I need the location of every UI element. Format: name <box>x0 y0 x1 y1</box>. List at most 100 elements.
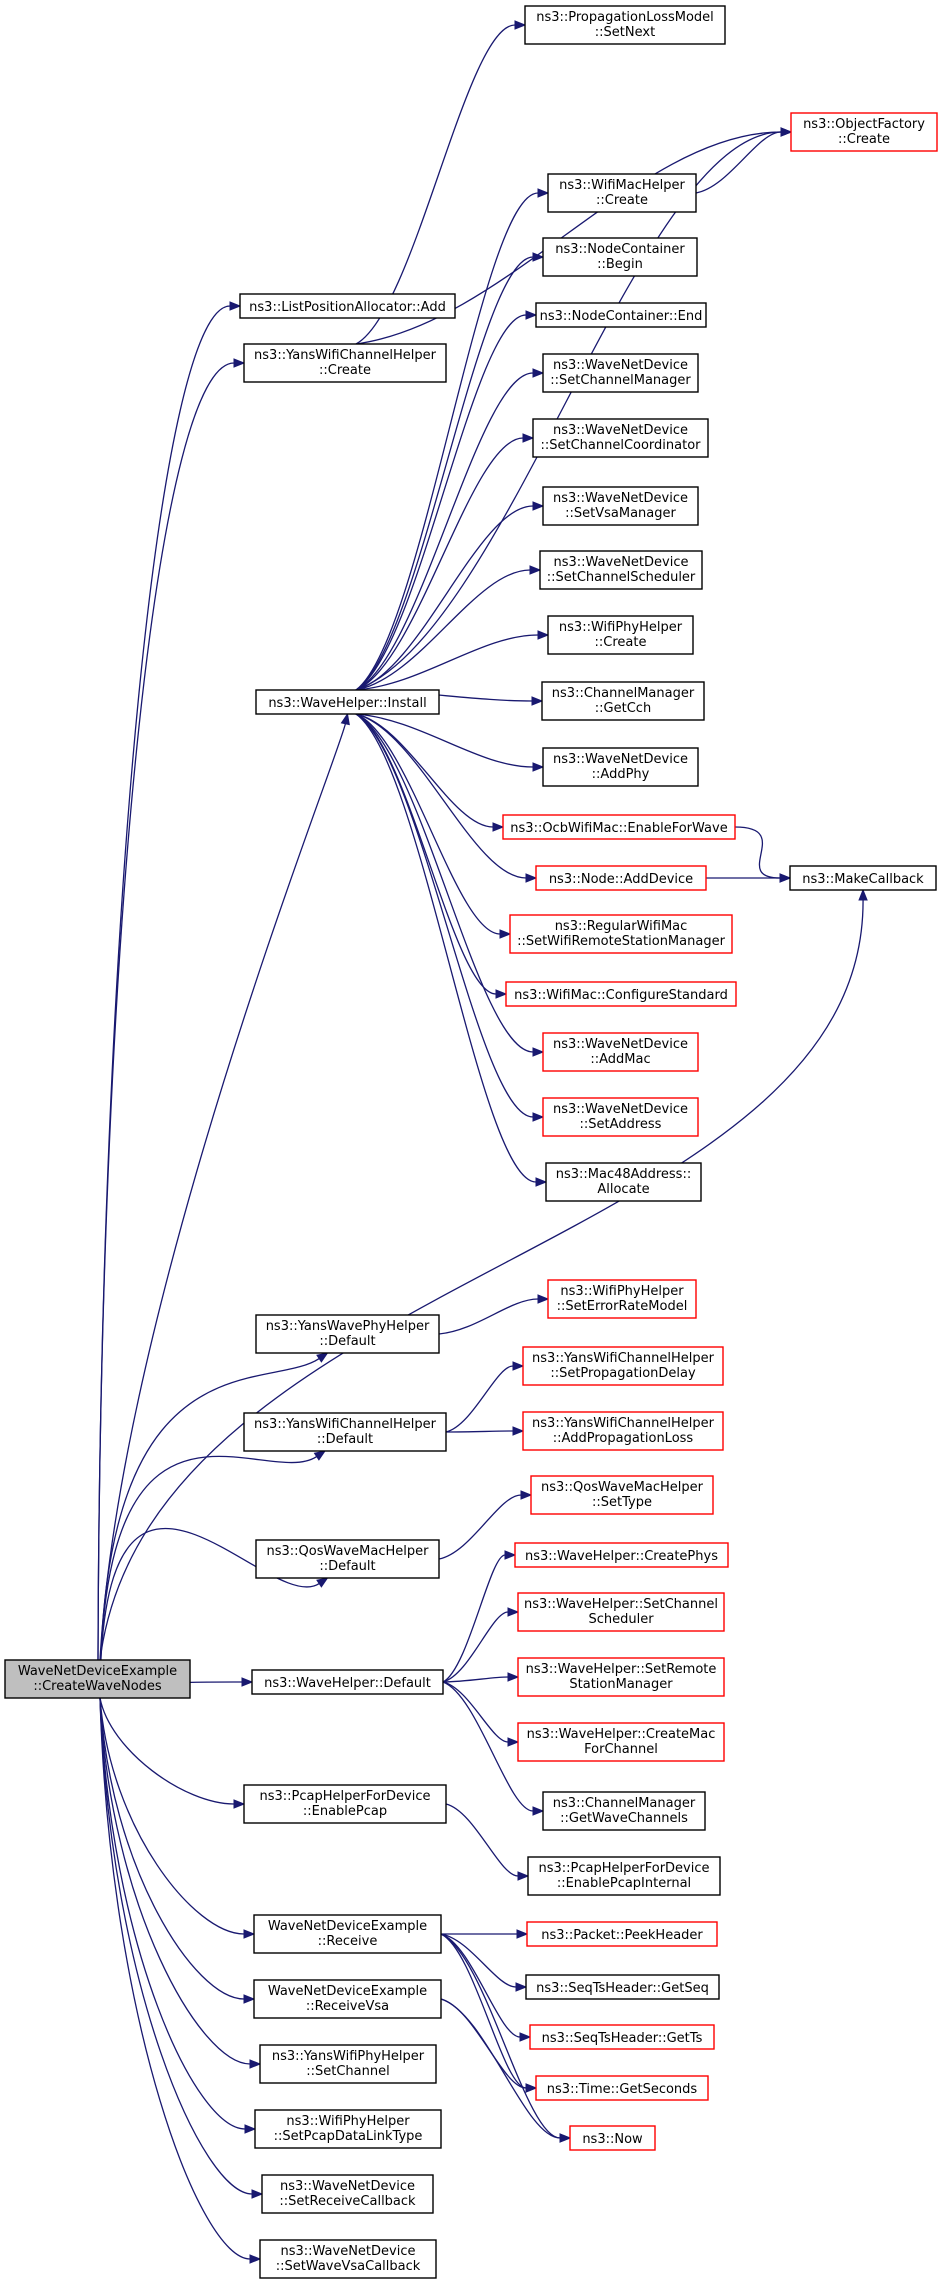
edge-root-to-waveinstall <box>99 712 350 1661</box>
node-box <box>541 681 705 721</box>
node-now[interactable]: ns3::Now <box>569 2125 656 2151</box>
arrowhead-icon <box>780 127 793 137</box>
node-time-getseconds[interactable]: ns3::Time::GetSeconds <box>535 2075 709 2101</box>
node-wifiphy-seterr[interactable]: ns3::WifiPhyHelper::SetErrorRateModel <box>547 1279 697 1319</box>
edge-waveinstall-to-node_adddevice <box>355 713 538 883</box>
node-box <box>517 1657 725 1697</box>
edge-line <box>440 1998 561 2139</box>
node-root[interactable]: WaveNetDeviceExample::CreateWaveNodes <box>4 1659 191 1699</box>
node-wnd-setreceivecb[interactable]: ns3::WaveNetDevice::SetReceiveCallback <box>261 2174 434 2214</box>
node-wifiphy-setpcap[interactable]: ns3::WifiPhyHelper::SetPcapDataLinkType <box>254 2109 442 2149</box>
node-wnd-setwavevsacb[interactable]: ns3::WaveNetDevice::SetWaveVsaCallback <box>259 2239 437 2279</box>
node-wnd-setvsamgr[interactable]: ns3::WaveNetDevice::SetVsaManager <box>542 486 699 526</box>
node-yanschan-addproploss[interactable]: ns3::YansWifiChannelHelper::AddPropagati… <box>522 1411 724 1451</box>
node-nodecont-begin[interactable]: ns3::NodeContainer::Begin <box>542 237 698 277</box>
arrowhead-icon <box>233 358 246 368</box>
node-label-line: ::Create <box>838 132 890 147</box>
node-waveinstall[interactable]: ns3::WaveHelper::Install <box>255 689 440 715</box>
node-box <box>542 747 699 787</box>
node-pcap-enable[interactable]: ns3::PcapHelperForDevice::EnablePcap <box>243 1784 447 1824</box>
node-qoswavemac-default[interactable]: ns3::QosWaveMacHelper::Default <box>255 1539 440 1579</box>
node-label-line: ::GetCch <box>595 701 651 716</box>
node-pcap-enableinternal[interactable]: ns3::PcapHelperForDevice::EnablePcapInte… <box>527 1856 721 1896</box>
node-label-line: ns3::WifiPhyHelper <box>560 1284 684 1299</box>
node-node-adddevice[interactable]: ns3::Node::AddDevice <box>535 865 707 891</box>
node-proploss-setnext[interactable]: ns3::PropagationLossModel::SetNext <box>524 5 726 45</box>
edge-line <box>99 899 864 1661</box>
node-label-line: ns3::PcapHelperForDevice <box>539 1861 710 1876</box>
node-ocb-enablewave[interactable]: ns3::OcbWifiMac::EnableForWave <box>502 814 736 840</box>
node-yansphy-setchannel[interactable]: ns3::YansWifiPhyHelper::SetChannel <box>259 2044 437 2084</box>
edge-line <box>99 1527 320 1699</box>
node-label-line: ns3::WaveHelper::SetRemote <box>526 1662 717 1677</box>
edge-root-to-qoswavemac_default <box>99 1527 329 1699</box>
node-label-line: ::SetPcapDataLinkType <box>274 2129 423 2144</box>
node-wifimac-configstd[interactable]: ns3::WifiMac::ConfigureStandard <box>505 981 737 1007</box>
edge-root-to-pcap_enable <box>99 1697 246 1809</box>
node-wnd-setchansched[interactable]: ns3::WaveNetDevice::SetChannelScheduler <box>539 550 703 590</box>
node-regmac-setrsm[interactable]: ns3::RegularWifiMac::SetWifiRemoteStatio… <box>509 914 733 954</box>
node-label-line: ns3::WaveNetDevice <box>553 423 688 438</box>
edge-waveinstall-to-mac48_allocate <box>355 713 548 1187</box>
node-label-line: ns3::PropagationLossModel <box>536 10 714 25</box>
node-wnde-receivevsa[interactable]: WaveNetDeviceExample::ReceiveVsa <box>253 1979 442 2019</box>
node-label-line: ns3::MakeCallback <box>802 872 924 887</box>
node-wavehelper-setchansched[interactable]: ns3::WaveHelper::SetChannelScheduler <box>517 1592 725 1632</box>
edge-waveinstall-to-regmac_setrsm <box>355 713 512 939</box>
node-qoswavemac-settype[interactable]: ns3::QosWaveMacHelper::SetType <box>530 1475 714 1515</box>
node-wnd-addphy[interactable]: ns3::WaveNetDevice::AddPhy <box>542 747 699 787</box>
node-yanswavephy-default[interactable]: ns3::YansWavePhyHelper::Default <box>255 1314 440 1354</box>
node-mac48-allocate[interactable]: ns3::Mac48Address::Allocate <box>545 1162 702 1202</box>
edges-layer <box>97 20 868 2264</box>
arrowhead-icon <box>517 1871 530 1881</box>
edge-line <box>99 1455 318 1699</box>
node-label-line: ns3::YansWifiChannelHelper <box>254 348 437 363</box>
edge-root-to-yanschan_create <box>97 358 246 1661</box>
node-objfactory-create[interactable]: ns3::ObjectFactory::Create <box>790 112 938 152</box>
edge-wifimac_create-to-objfactory_create <box>695 127 793 194</box>
arrowhead-icon <box>340 712 350 726</box>
node-label-line: ns3::OcbWifiMac::EnableForWave <box>510 821 727 836</box>
edge-qoswavemac_default-to-qoswavemac_settype <box>438 1490 533 1560</box>
node-chanmgr-getcch[interactable]: ns3::ChannelManager::GetCch <box>541 681 705 721</box>
node-listpos-add[interactable]: ns3::ListPositionAllocator::Add <box>239 293 456 319</box>
node-box <box>542 237 698 277</box>
node-makecallback[interactable]: ns3::MakeCallback <box>789 865 937 891</box>
edge-line <box>99 1358 320 1699</box>
node-label-line: Scheduler <box>588 1612 654 1627</box>
node-seqts-getseq[interactable]: ns3::SeqTsHeader::GetSeq <box>525 1974 720 2000</box>
node-box <box>542 1097 699 1137</box>
node-seqts-getts[interactable]: ns3::SeqTsHeader::GetTs <box>529 2024 715 2050</box>
node-wnd-setchancoord[interactable]: ns3::WaveNetDevice::SetChannelCoordinato… <box>532 418 709 458</box>
node-label-line: ns3::SeqTsHeader::GetSeq <box>536 1981 709 1996</box>
edge-root-to-wnd_setreceivecb <box>99 1697 264 2199</box>
node-yanschan-default[interactable]: ns3::YansWifiChannelHelper::Default <box>243 1412 447 1452</box>
node-wnd-setaddress[interactable]: ns3::WaveNetDevice::SetAddress <box>542 1097 699 1137</box>
node-box <box>4 1659 191 1699</box>
node-box <box>532 418 709 458</box>
node-yanschan-create[interactable]: ns3::YansWifiChannelHelper::Create <box>243 343 447 383</box>
arrowhead-icon <box>525 2083 538 2093</box>
node-wifimac-create[interactable]: ns3::WifiMacHelper::Create <box>547 173 697 213</box>
node-wavehelper-default[interactable]: ns3::WaveHelper::Default <box>251 1669 444 1695</box>
node-label-line: ::AddPropagationLoss <box>553 1431 694 1446</box>
arrowhead-icon <box>531 696 544 706</box>
arrowhead-icon <box>512 1426 525 1436</box>
node-wnd-setchanmgr[interactable]: ns3::WaveNetDevice::SetChannelManager <box>542 353 699 393</box>
node-wnd-addmac[interactable]: ns3::WaveNetDevice::AddMac <box>542 1032 699 1072</box>
node-wavehelper-createphys[interactable]: ns3::WaveHelper::CreatePhys <box>514 1542 729 1568</box>
arrowhead-icon <box>532 1047 545 1057</box>
node-packet-peekheader[interactable]: ns3::Packet::PeekHeader <box>526 1921 718 1947</box>
node-wifiphy-create[interactable]: ns3::WifiPhyHelper::Create <box>547 615 694 655</box>
arrowhead-icon <box>519 2032 532 2042</box>
edge-waveinstall-to-wnd_setchanmgr <box>355 368 545 691</box>
node-wnde-receive[interactable]: WaveNetDeviceExample::Receive <box>253 1914 442 1954</box>
node-label-line: ::Receive <box>318 1934 378 1949</box>
node-nodecont-end[interactable]: ns3::NodeContainer::End <box>535 302 707 328</box>
edge-line <box>445 1365 514 1433</box>
node-chanmgr-getwavechans[interactable]: ns3::ChannelManager::GetWaveChannels <box>542 1791 706 1831</box>
node-box <box>251 1669 444 1695</box>
node-yanschan-setpropdelay[interactable]: ns3::YansWifiChannelHelper::SetPropagati… <box>522 1346 724 1386</box>
